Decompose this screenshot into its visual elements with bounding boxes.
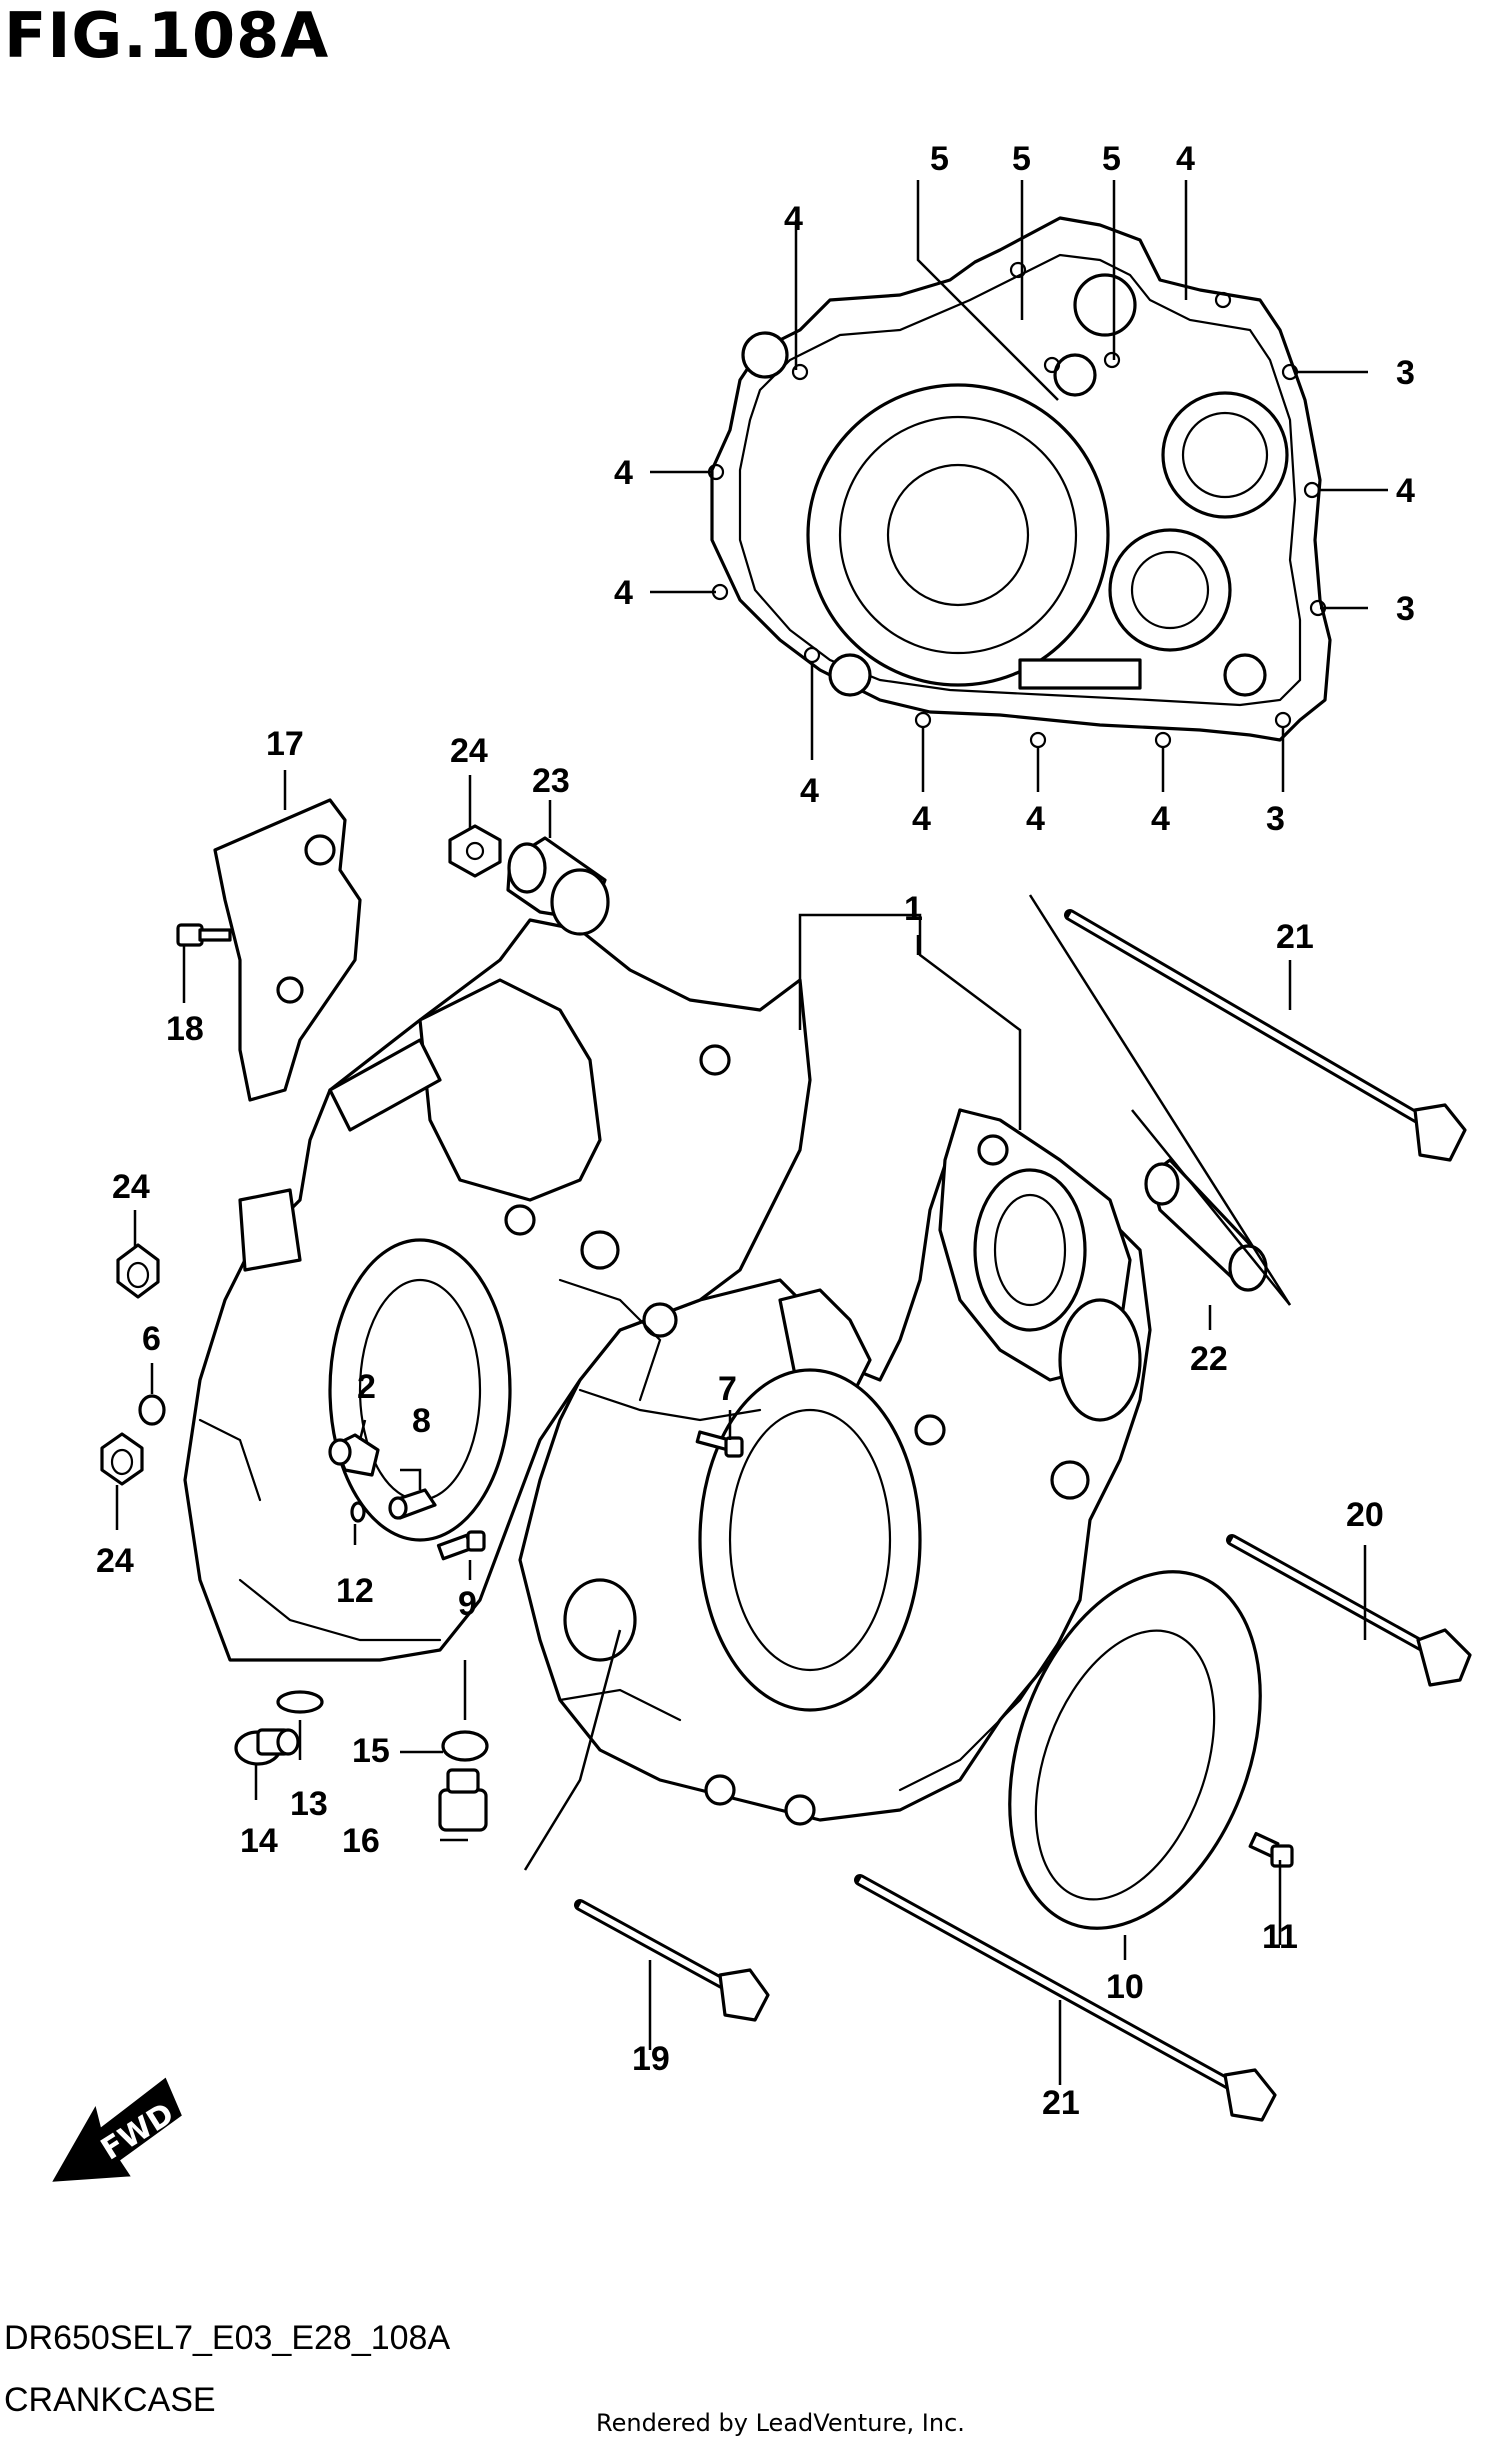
callout-3: 3 [1396,590,1415,628]
oring-12 [350,1501,366,1523]
washer-13 [276,1690,324,1714]
callout-21: 21 [1042,2084,1080,2122]
dowel-2 [328,1433,380,1477]
bolt-9 [436,1530,486,1561]
callout-11: 11 [1262,1918,1298,1956]
figure-title: FIG.108A [4,0,330,72]
render-credit: Rendered by LeadVenture, Inc. [596,2409,965,2437]
nut-24-top [448,824,502,878]
callout-5: 5 [1012,140,1031,178]
callout-18: 18 [166,1010,204,1048]
callout-4: 4 [1176,140,1195,178]
dowel-23 [506,836,610,936]
dowel-22 [1144,1158,1268,1292]
section-name: CRANKCASE [4,2381,216,2419]
callout-4: 4 [614,574,633,612]
callout-1: 1 [904,890,923,928]
callout-4: 4 [1026,800,1045,838]
callout-4: 4 [614,454,633,492]
callout-24: 24 [96,1542,134,1580]
bolt-7 [695,1430,744,1458]
pin-8 [388,1488,437,1520]
callout-labels: 1 2 3 3 3 4 4 4 4 4 4 4 4 4 4 5 5 5 6 7 … [96,140,1415,2122]
callout-4: 4 [800,772,819,810]
callout-6: 6 [142,1320,161,1358]
callout-20: 20 [1346,1496,1384,1534]
callout-4: 4 [784,200,803,238]
callout-4: 4 [912,800,931,838]
nut-24-mid [116,1243,160,1299]
bolt-21-lower [854,1874,1277,2122]
callout-7: 7 [718,1370,737,1408]
callout-19: 19 [632,2040,670,2078]
bolt-20 [1226,1534,1472,1687]
callout-15: 15 [352,1732,390,1770]
bracket-17 [213,798,362,1102]
callout-16: 16 [342,1822,380,1860]
plug-14 [234,1728,300,1766]
callout-24: 24 [450,732,488,770]
callout-2: 2 [357,1368,376,1406]
washer-15 [441,1730,489,1762]
callout-5: 5 [1102,140,1121,178]
diagram-code: DR650SEL7_E03_E28_108A [4,2319,451,2357]
callout-10: 10 [1106,1968,1144,2006]
callout-3: 3 [1266,800,1285,838]
bolt-21-upper [1064,909,1467,1162]
callout-4: 4 [1151,800,1170,838]
crankcase-left-half [183,918,812,1662]
pin-6 [138,1394,166,1426]
cover-10 [1008,1570,1262,1930]
callout-23: 23 [532,762,570,800]
callout-17: 17 [266,725,304,763]
nut-24-low [100,1432,144,1486]
crankcase-right-half [518,1108,1152,1826]
callout-12: 12 [336,1572,374,1610]
bolt-18 [176,923,232,947]
crankcase-gasket [707,216,1332,749]
leader-lines [115,180,1388,2085]
callout-13: 13 [290,1785,328,1823]
callout-21: 21 [1276,918,1314,956]
callout-5: 5 [930,140,949,178]
callout-24: 24 [112,1168,150,1206]
callout-14: 14 [240,1822,278,1860]
bolt-16 [438,1768,488,1832]
bolt-19 [574,1899,770,2022]
callout-3: 3 [1396,354,1415,392]
bolt-11 [1248,1831,1294,1868]
callout-4: 4 [1396,472,1415,510]
callout-22: 22 [1190,1340,1228,1378]
callout-9: 9 [458,1585,477,1623]
callout-8: 8 [412,1402,431,1440]
fwd-arrow-icon: FWD [52,2077,182,2182]
